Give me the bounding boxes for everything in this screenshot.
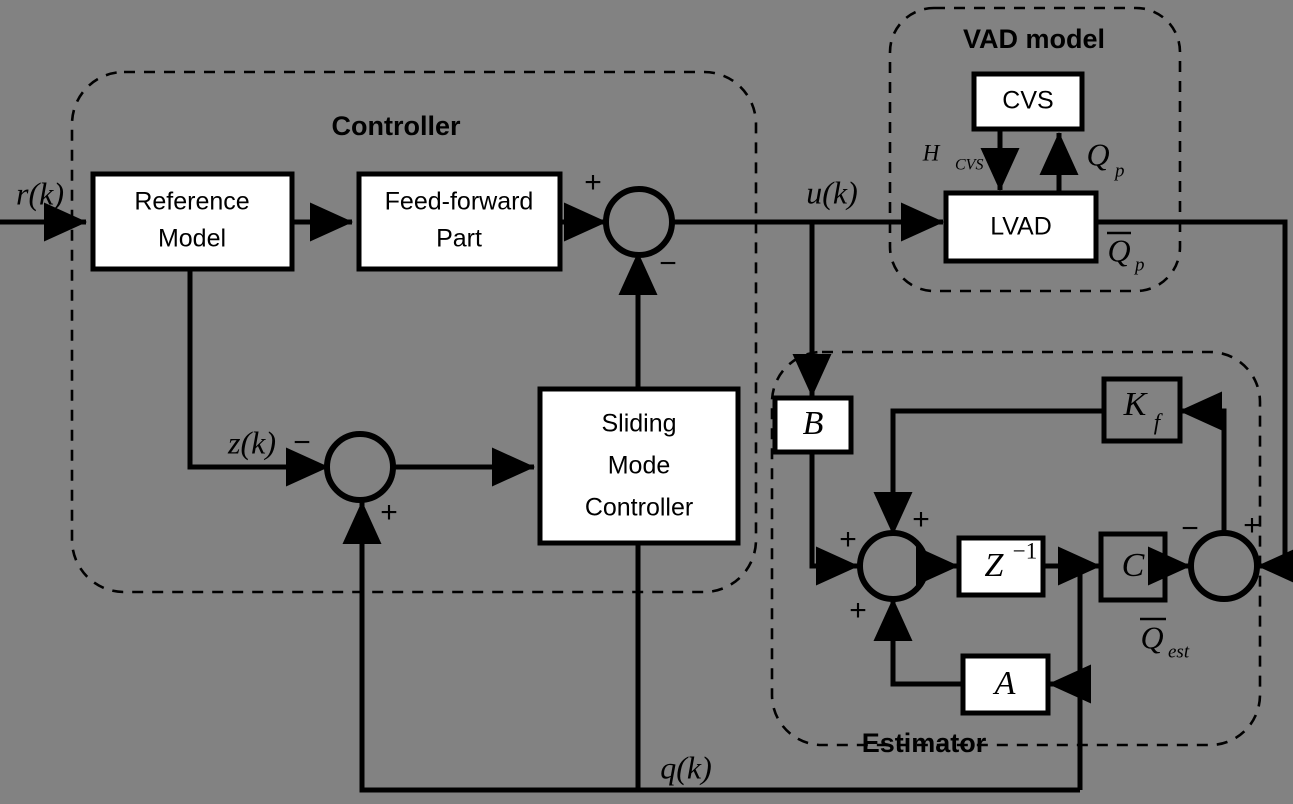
- block-gain-kf[interactable]: [1101, 376, 1183, 444]
- block-gain-b[interactable]: [772, 395, 854, 455]
- block-feed-forward-line2: Part: [436, 225, 482, 253]
- vad-model-group-label: VAD model: [963, 24, 1105, 54]
- sign-error-sum-plus: +: [380, 496, 398, 529]
- sign-est-sum-top-plus: +: [912, 503, 930, 536]
- signal-label-reference-input: r(k): [16, 175, 64, 211]
- block-gain-c-label: C: [1122, 547, 1145, 584]
- block-feed-forward-line1: Feed-forward: [385, 188, 534, 216]
- signal-label-cvs-head-subscript: CVS: [955, 157, 983, 174]
- signal-label-pump-flow-subscript: p: [1113, 160, 1125, 181]
- signal-label-model-state: z(k): [227, 424, 276, 460]
- block-smc-line2: Mode: [608, 452, 671, 480]
- signal-label-estimated-flow-subscript: est: [1168, 641, 1190, 662]
- block-gain-a[interactable]: [960, 653, 1051, 716]
- block-gain-kf-label: K: [1123, 386, 1149, 423]
- signal-label-flow-feedback: q(k): [660, 749, 712, 785]
- signal-label-estimated-flow: Q: [1140, 619, 1163, 655]
- vad-model-group-boundary: [888, 6, 1182, 293]
- estimator-group-label: Estimator: [862, 728, 987, 758]
- block-smc-line3: Controller: [585, 494, 693, 522]
- block-reference-model[interactable]: [90, 171, 295, 272]
- block-delay-z-label: Z: [985, 547, 1005, 584]
- signal-label-pump-flow: Q: [1086, 136, 1109, 172]
- sign-innov-sum-plus: +: [1243, 509, 1261, 542]
- block-gain-c[interactable]: [1098, 531, 1168, 603]
- summing-junction-error[interactable]: [324, 431, 396, 503]
- wire-lvad-output-feedback: [1096, 219, 1293, 586]
- wire-q-feedback-to-errorsum: [342, 500, 1080, 793]
- block-lvad[interactable]: [943, 190, 1099, 264]
- block-cvs-label: CVS: [1002, 87, 1053, 115]
- signal-label-pump-flow-mean: Q: [1107, 232, 1130, 268]
- block-gain-b-label: B: [803, 405, 824, 442]
- block-cvs[interactable]: [971, 71, 1085, 132]
- controller-group-boundary: [70, 70, 758, 594]
- signal-label-pump-flow-mean-subscript: p: [1133, 254, 1145, 275]
- block-gain-kf-subscript: f: [1154, 409, 1164, 434]
- sign-main-sum-minus: −: [659, 247, 677, 280]
- controller-group-label: Controller: [331, 111, 460, 141]
- estimator-group-boundary: [770, 350, 1262, 747]
- wire-b-to-estsum: [809, 452, 860, 586]
- wire-innovsum-to-kf: [1178, 391, 1227, 533]
- block-feed-forward-part[interactable]: [356, 171, 563, 272]
- signal-label-cvs-head: H: [922, 140, 941, 165]
- block-reference-model-line2: Model: [158, 225, 226, 253]
- wire-a-to-estsum: [873, 597, 962, 687]
- block-delay-z[interactable]: [956, 535, 1046, 598]
- sign-main-sum-plus: +: [584, 166, 602, 199]
- wire-kf-to-estsum: [873, 408, 1103, 536]
- block-lvad-label: LVAD: [990, 213, 1052, 241]
- sign-est-sum-bottom-plus: +: [849, 594, 867, 627]
- signal-label-control-output: u(k): [806, 174, 858, 210]
- sign-est-sum-left-plus: +: [839, 523, 857, 556]
- summing-junction-estimator-state[interactable]: [857, 530, 929, 602]
- block-delay-z-exponent: −1: [1013, 538, 1037, 563]
- block-reference-model-line1: Reference: [134, 188, 249, 216]
- block-smc-line1: Sliding: [601, 410, 676, 438]
- block-sliding-mode-controller[interactable]: [537, 386, 741, 546]
- wire-refmodel-to-error-sum: [187, 268, 330, 487]
- summing-junction-control[interactable]: [603, 186, 675, 258]
- block-gain-a-label: A: [993, 665, 1016, 702]
- sign-error-sum-minus: −: [293, 426, 311, 459]
- summing-junction-innovation[interactable]: [1188, 530, 1260, 602]
- sign-innov-sum-minus: −: [1181, 512, 1199, 545]
